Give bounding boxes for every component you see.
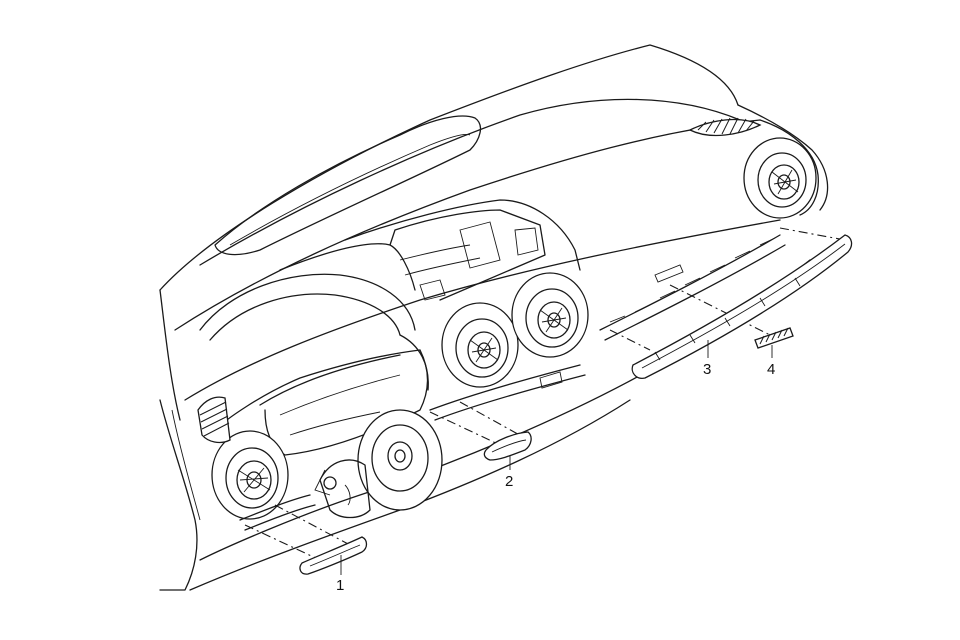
vent-left-round bbox=[211, 430, 289, 520]
steering-wheel-hub bbox=[357, 409, 443, 511]
vent-center-2-round bbox=[511, 272, 589, 358]
instrument-cluster bbox=[199, 273, 429, 456]
callout-2: 2 bbox=[505, 455, 513, 490]
lower-trim-slots bbox=[239, 234, 786, 531]
center-stack bbox=[279, 199, 581, 301]
vent-center-1-round bbox=[441, 302, 519, 388]
part-2-trim-strip bbox=[483, 431, 532, 461]
callout-4: 4 bbox=[767, 345, 775, 378]
callout-label-1: 1 bbox=[336, 577, 344, 594]
part-3-trim-strip bbox=[631, 234, 853, 379]
defrost-grille-left bbox=[197, 396, 231, 444]
callout-3: 3 bbox=[703, 340, 711, 378]
defrost-grille-right bbox=[688, 117, 762, 137]
part-1-trim-strip bbox=[299, 536, 368, 575]
vent-right-round bbox=[743, 137, 817, 219]
callout-label-3: 3 bbox=[703, 361, 711, 378]
steering-column bbox=[314, 459, 371, 519]
callout-1: 1 bbox=[336, 555, 344, 594]
assembly-lines bbox=[244, 227, 846, 561]
part-4-small-trim bbox=[754, 327, 794, 349]
callout-label-4: 4 bbox=[767, 361, 775, 378]
callout-label-2: 2 bbox=[505, 473, 513, 490]
